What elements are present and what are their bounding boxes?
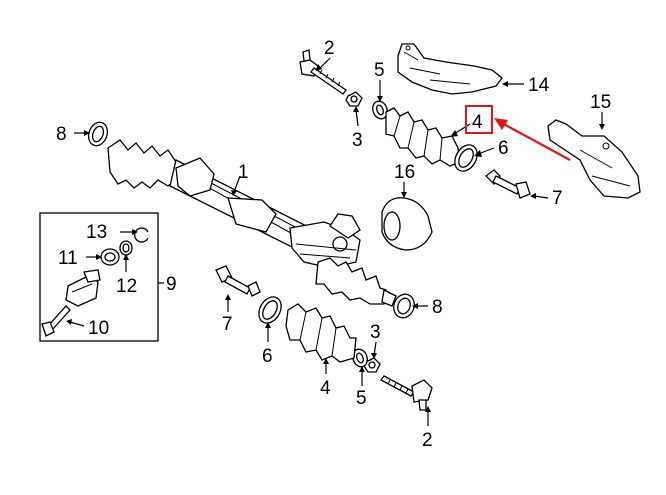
callout-3-bottom: 3: [370, 322, 381, 343]
clamp-5-top[interactable]: [370, 99, 389, 121]
steering-rack[interactable]: [107, 139, 397, 307]
boot-4-bottom[interactable]: [285, 303, 357, 363]
inner-tie-rod-7-left[interactable]: [215, 265, 261, 297]
callout-5-bottom: 5: [356, 388, 367, 409]
band-6-left[interactable]: [254, 293, 285, 327]
washer-12[interactable]: [119, 240, 133, 256]
highlight-part-4[interactable]: [465, 105, 571, 161]
callout-7-left: 7: [222, 314, 233, 335]
dust-cover-16[interactable]: [381, 197, 433, 251]
leader-lines: [66, 57, 605, 426]
tie-rod-end-2-top[interactable]: [299, 49, 347, 95]
callout-2-top: 2: [324, 38, 335, 59]
inner-tie-rod-7-right[interactable]: [485, 169, 531, 199]
highlight-arrow: [499, 121, 571, 161]
callout-5-top: 5: [374, 60, 385, 81]
o-ring-11[interactable]: [100, 248, 120, 266]
seal-ring-8-right[interactable]: [390, 291, 417, 320]
callout-4-bottom: 4: [320, 378, 331, 399]
callout-1: 1: [238, 162, 249, 183]
housing-9[interactable]: [65, 269, 101, 307]
boot-4-top[interactable]: [385, 107, 461, 167]
callout-10: 10: [88, 318, 109, 339]
bracket-15[interactable]: [547, 119, 641, 199]
kit-9-box: [39, 212, 159, 342]
callout-11: 11: [58, 248, 78, 269]
callout-8-right: 8: [432, 297, 443, 318]
callout-12: 12: [116, 276, 137, 297]
callout-3-top: 3: [352, 130, 363, 151]
tie-rod-end-2-bottom[interactable]: [380, 375, 433, 411]
callout-7-right: 7: [552, 188, 563, 209]
bolt-10[interactable]: [41, 305, 71, 337]
highlight-box: [465, 105, 493, 134]
callout-2-bottom: 2: [422, 430, 433, 451]
snap-ring-13[interactable]: [134, 227, 149, 243]
nut-3-top[interactable]: [345, 91, 363, 107]
seal-ring-8-left[interactable]: [85, 120, 110, 149]
callout-9: 9: [166, 274, 177, 295]
callout-15: 15: [590, 92, 611, 113]
callout-6-left: 6: [262, 346, 273, 367]
callout-4-top: 4: [472, 112, 483, 133]
callout-14: 14: [528, 75, 550, 96]
callout-8-left: 8: [56, 124, 67, 145]
callout-13: 13: [86, 222, 107, 243]
heat-shield-14[interactable]: [397, 43, 503, 95]
band-6-right[interactable]: [450, 141, 481, 175]
clamp-5-bottom[interactable]: [350, 347, 369, 369]
callout-16: 16: [394, 162, 415, 183]
callout-6-right: 6: [498, 138, 509, 159]
